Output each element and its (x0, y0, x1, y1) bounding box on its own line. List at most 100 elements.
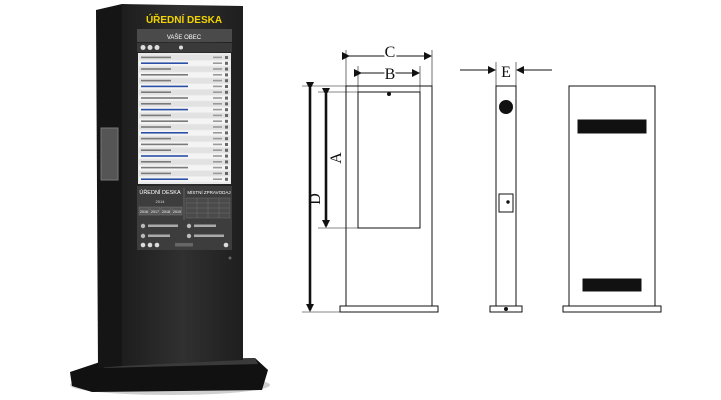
year-button[interactable] (149, 206, 161, 216)
notice-row-bg (139, 113, 230, 118)
notice-row[interactable] (139, 142, 230, 147)
notice-row[interactable] (139, 136, 230, 142)
year-button[interactable] (138, 206, 150, 216)
notice-row[interactable] (139, 66, 230, 72)
screen-toolbar (137, 43, 232, 52)
notice-row-text (141, 74, 188, 76)
nav-back-icon[interactable] (140, 242, 146, 248)
notice-row-bg (139, 101, 230, 107)
document-icon (225, 90, 228, 94)
notice-row[interactable] (139, 147, 230, 153)
notice-row-text (141, 120, 188, 122)
notice-row-date (213, 91, 222, 93)
notice-row[interactable] (139, 95, 230, 101)
document-icon (225, 73, 228, 77)
notice-row[interactable] (139, 165, 230, 171)
notice-row[interactable] (139, 55, 230, 60)
notice-row-date (213, 161, 222, 163)
document-icon (225, 172, 228, 175)
nav-top-icon[interactable] (223, 242, 229, 248)
year-button[interactable] (171, 206, 183, 216)
footer-links (140, 223, 224, 239)
document-icon (225, 67, 228, 71)
notice-row[interactable] (139, 107, 230, 113)
notice-row[interactable] (139, 84, 230, 89)
front-view-drawing (302, 50, 439, 313)
notice-row-text (141, 62, 188, 64)
notice-row-text (141, 97, 188, 99)
nav-home-icon[interactable] (147, 242, 153, 248)
side-card-reader (498, 193, 514, 213)
notice-row-date (213, 62, 222, 64)
notice-row[interactable] (139, 78, 230, 84)
notice-row[interactable] (139, 60, 230, 66)
document-icon (225, 85, 228, 88)
notice-row-bg (139, 147, 230, 153)
notice-row[interactable] (139, 72, 230, 78)
notice-row-text (141, 126, 171, 128)
side-speaker-icon (499, 100, 513, 114)
footer-link[interactable] (194, 224, 216, 228)
notice-row[interactable] (139, 171, 230, 176)
nav-forward-icon[interactable] (154, 242, 160, 248)
notice-row[interactable] (139, 118, 230, 124)
notice-row-date (213, 103, 222, 105)
notice-row[interactable] (139, 153, 230, 159)
year-button[interactable] (160, 206, 172, 216)
notice-row[interactable] (139, 176, 230, 182)
notice-row-text (141, 56, 171, 59)
notice-row-bg (139, 55, 230, 60)
notice-row[interactable] (139, 159, 230, 165)
notice-row-date (213, 108, 222, 111)
document-icon (225, 79, 228, 83)
footer-left-heading: ÚŘEDNÍ DESKA (139, 188, 181, 196)
notice-row[interactable] (139, 113, 230, 118)
footer-link[interactable] (148, 224, 178, 228)
nav-home-icon[interactable] (147, 45, 153, 50)
dim-label-a: A (328, 152, 345, 164)
dim-label-b: B (385, 66, 396, 83)
back-vent-bottom (582, 278, 642, 292)
card-reader-slot (100, 127, 119, 181)
document-icon (225, 143, 228, 146)
document-icon (225, 177, 228, 181)
document-icon (225, 148, 228, 152)
dim-label-d: D (307, 193, 324, 205)
document-icon (225, 137, 228, 141)
notice-row[interactable] (139, 101, 230, 107)
notice-row[interactable] (139, 130, 230, 136)
side-base-outline (489, 305, 523, 313)
notice-row-text (141, 108, 188, 111)
map-pin-icon (140, 233, 146, 239)
document-icon (225, 125, 228, 129)
notice-row-text (141, 103, 171, 105)
notice-row[interactable] (139, 124, 230, 130)
front-screen-outline (357, 91, 421, 229)
notice-row-date (213, 97, 222, 99)
brand-title: ÚŘEDNÍ DESKA (146, 13, 222, 26)
notice-row-bg (139, 66, 230, 72)
notice-row-bg (139, 89, 230, 95)
front-base-outline (339, 305, 439, 313)
footer-year: 2014 (156, 199, 166, 204)
year-label: 2016 (140, 210, 148, 214)
nav-back-icon[interactable] (140, 45, 146, 50)
notice-row-text (141, 172, 171, 175)
notice-row-text (141, 161, 171, 163)
screen-header (137, 29, 232, 42)
document-icon (225, 102, 228, 106)
notice-row-date (213, 85, 222, 88)
notice-row-date (213, 132, 222, 134)
nav-forward-icon[interactable] (154, 45, 160, 50)
notice-row-bg (139, 124, 230, 130)
notice-row-text (141, 132, 188, 134)
search-icon[interactable] (179, 45, 183, 50)
back-outline (568, 85, 656, 307)
notice-row[interactable] (139, 89, 230, 95)
footer-link[interactable] (148, 234, 170, 238)
notice-row-date (213, 126, 222, 128)
footer-link[interactable] (194, 234, 224, 238)
notice-row-text (141, 68, 171, 70)
document-icon (225, 114, 228, 117)
newsletter-grid (185, 197, 231, 219)
